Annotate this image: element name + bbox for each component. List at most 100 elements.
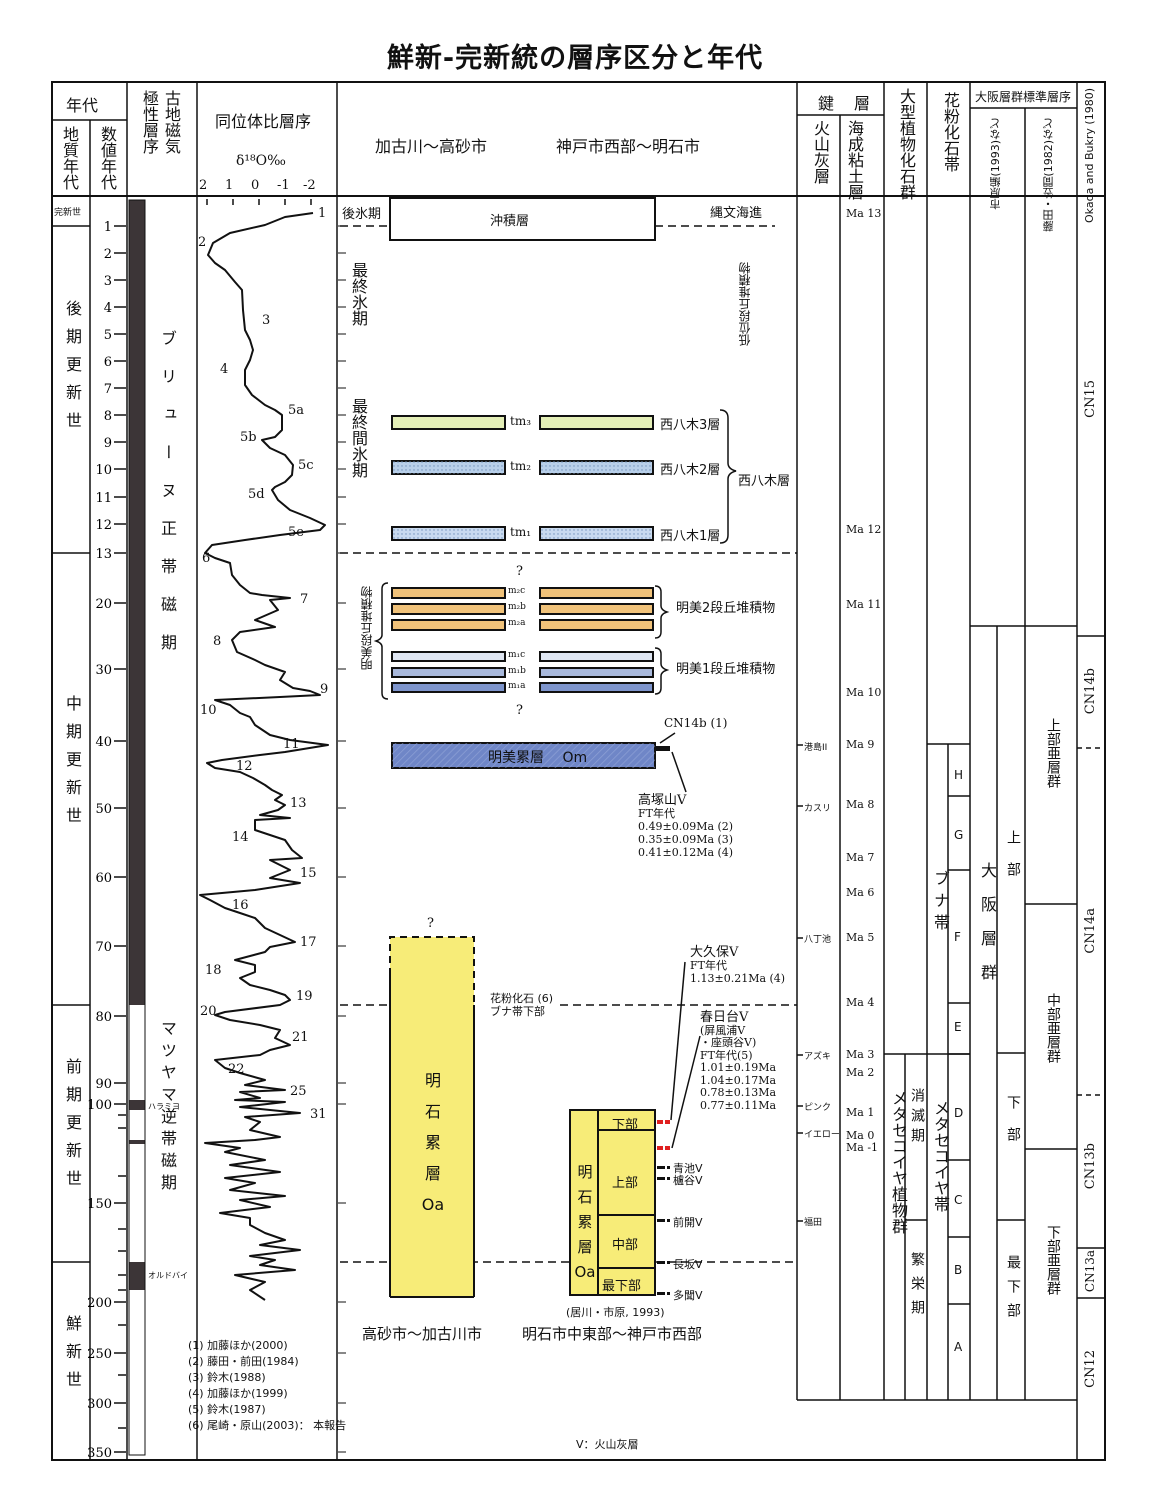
header-age: 年代 [66, 96, 99, 115]
pollen-subzone-label: A [954, 1340, 963, 1354]
tephra-bed-label: 八丁池 [804, 935, 832, 945]
note-line: 大久保V [690, 945, 739, 960]
mis-stage-label: 5e [288, 525, 304, 540]
delta-tick-label: 2 [199, 178, 208, 193]
mis-stage-label: 11 [283, 737, 300, 752]
alluvium-box [389, 197, 656, 241]
note-line: ブナ帯下部 [490, 1005, 545, 1018]
question-mark-middle: ? [516, 703, 523, 718]
jaramillo-label: ハラミヨ [148, 1102, 180, 1111]
marine-clay-label: Ma 6 [846, 886, 875, 899]
age-tick-label: 30 [95, 663, 112, 678]
pollen-subzone-label: G [954, 828, 964, 842]
marine-clay-label: Ma 3 [846, 1048, 875, 1061]
note-line: 0.78±0.13Ma [700, 1086, 777, 1099]
mis-stage-label: 6 [202, 551, 211, 566]
age-tick-label: 350 [87, 1446, 112, 1461]
mis-stage-label: 25 [290, 1084, 307, 1099]
header-osaka-standard: 大阪層群標準層序 [975, 90, 1072, 104]
pollen-subzone-label: B [954, 1263, 963, 1277]
m2b-code: m₂b [508, 602, 526, 612]
nishiyagi-2-label: 西八木2層 [660, 463, 721, 478]
brunhes-label: ブリューヌ正帯磁期 [158, 330, 177, 672]
mis-stage-label: 17 [300, 935, 317, 950]
zone-cn12: CN12 [1083, 1350, 1098, 1388]
akashi-char: 層 [577, 1238, 593, 1256]
decline-period-label: 消滅期 [909, 1088, 925, 1148]
akashi-char: 明 [577, 1163, 593, 1181]
mis-stage-label: 16 [232, 898, 249, 913]
note-line: 春日台V [700, 1010, 749, 1025]
marine-clay-label: Ma 1 [846, 1106, 875, 1119]
pollen-subzone-label: C [954, 1193, 963, 1207]
sub-unit-lowest: 最下部 [602, 1279, 642, 1294]
age-tick-label: 70 [95, 940, 112, 955]
note-line: 花粉化石 (6) [490, 992, 554, 1005]
marine-clay-label: Ma 2 [846, 1066, 875, 1079]
header-key-beds: 鍵 層 [818, 94, 873, 113]
note-line: 0.49±0.09Ma (2) [638, 820, 734, 833]
diagram-title: 鮮新-完新統の層序区分と年代 [386, 43, 764, 74]
marine-clay-label: Ma 0 [846, 1129, 875, 1142]
m1c-code: m₁c [508, 650, 526, 660]
delta-tick-label: 0 [251, 178, 260, 193]
nishiyagi-1-label: 西八木1層 [660, 529, 721, 544]
mis-stage-label: 3 [262, 313, 271, 328]
age-tick-label: 90 [95, 1077, 112, 1092]
m1a-code: m₁a [508, 681, 526, 691]
mis-stage-label: 19 [296, 989, 313, 1004]
tephra-aoike: 青池V [673, 1162, 703, 1175]
mis-stage-label: 22 [228, 1062, 245, 1077]
tephra-maehiraki: 前開V [673, 1216, 703, 1229]
mis-stage-label: 10 [200, 703, 217, 718]
akashi-formation-column-2 [569, 1109, 656, 1296]
marine-clay-label: Ma 7 [846, 851, 875, 864]
meimi-formation-label: 明美累層 Om [488, 750, 588, 766]
age-tick-label: 9 [104, 436, 112, 451]
note-line: 0.41±0.12Ma (4) [638, 846, 734, 859]
age-tick-label: 10 [95, 463, 112, 478]
akashi-char: 層 [424, 1164, 441, 1183]
age-tick-label: 6 [104, 355, 112, 370]
header-macroflora: 大型植物化石群 [897, 88, 916, 200]
age-tick-label: 1 [104, 220, 112, 235]
header-region2: 神戸市西部～明石市 [556, 137, 701, 156]
last-interglacial-label: 最終間氷期 [349, 398, 368, 478]
igawa-reference: (居川・市原, 1993) [566, 1306, 665, 1319]
note-line: 1.01±0.19Ma [700, 1061, 777, 1074]
epoch-holocene: 完新世 [54, 208, 82, 218]
header-pollen: 花粉化石帯 [941, 92, 960, 172]
epoch-late-pleistocene: 後期更新世 [63, 300, 82, 440]
mis-stage-label: 1 [318, 206, 327, 221]
polarity-outline [128, 199, 146, 1456]
nishiyagi-3-label: 西八木3層 [660, 418, 721, 433]
question-mark-lower: ? [427, 916, 434, 931]
delta-tick-label: -1 [277, 178, 290, 193]
age-tick-label: 250 [87, 1347, 112, 1362]
marine-clay-label: Ma 10 [846, 686, 882, 699]
mis-stage-label: 8 [213, 634, 222, 649]
mis-stage-label: 15 [300, 866, 317, 881]
header-delta: δ¹⁸O‰ [236, 153, 286, 169]
age-tick-label: 4 [104, 301, 112, 316]
marine-clay-label: Ma 5 [846, 931, 875, 944]
postglacial-label: 後氷期 [342, 207, 382, 222]
olduvai-band [129, 1262, 145, 1290]
age-tick-label: 200 [87, 1296, 112, 1311]
zone-cn14b: CN14b [1083, 668, 1098, 715]
header-paleomag: 古地磁気 [162, 90, 181, 154]
tm2-code: tm₂ [510, 459, 532, 473]
pollen-note: 花粉化石 (6)ブナ帯下部 [490, 992, 553, 1018]
pollen-subzone-label: E [954, 1020, 962, 1034]
age-tick-label: 5 [104, 328, 112, 343]
note-line: (屏風浦V [700, 1023, 746, 1037]
osaka-group-label: 大阪層群 [978, 862, 997, 998]
